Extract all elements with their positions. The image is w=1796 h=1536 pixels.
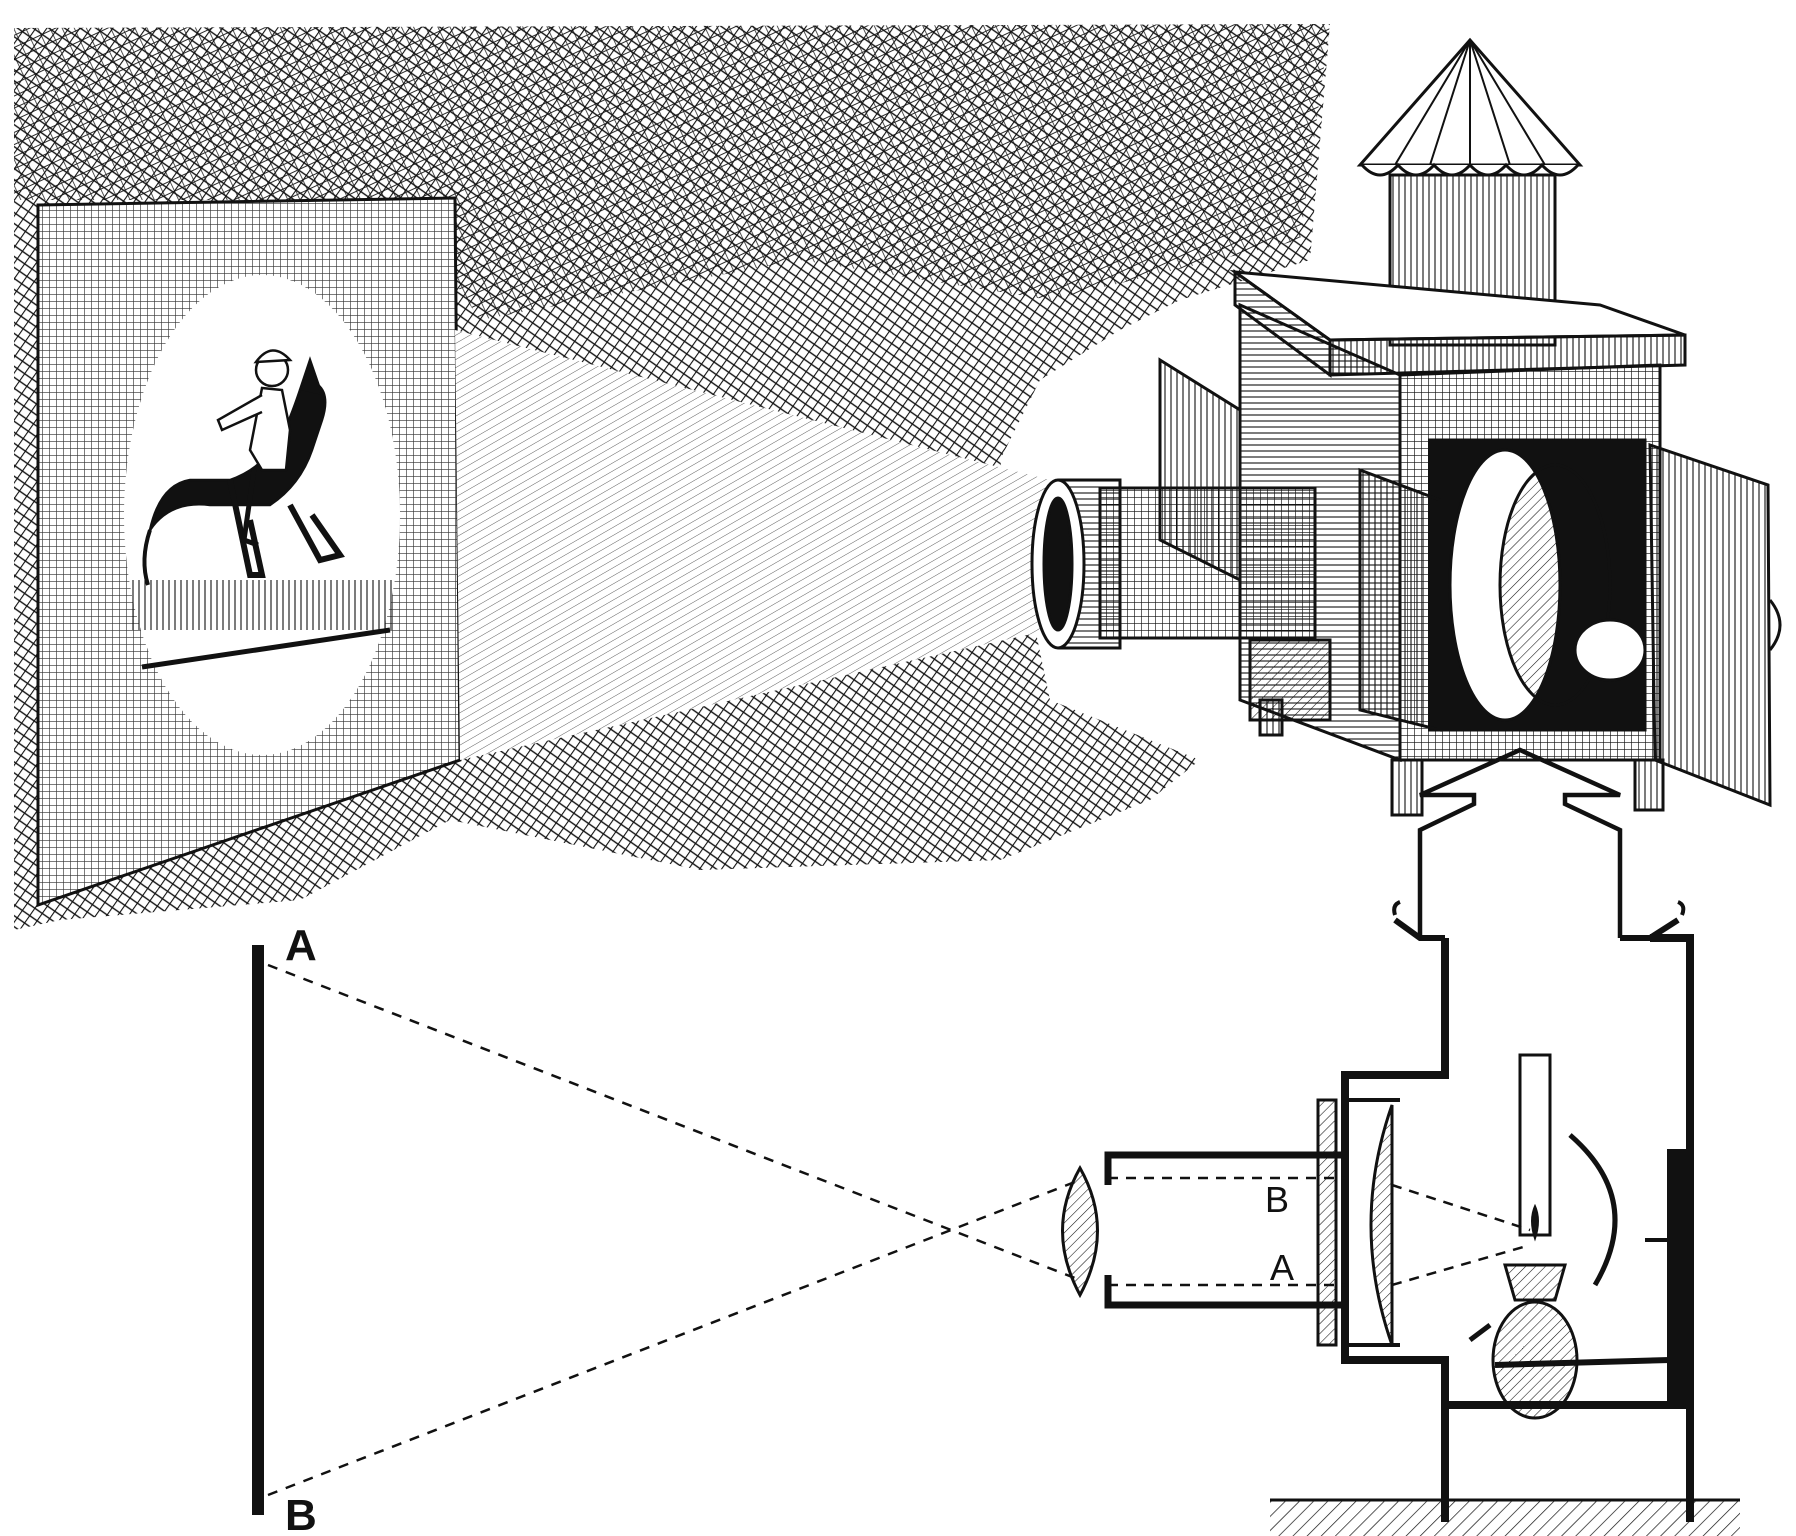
section-arrow — [1417, 747, 1623, 938]
projected-light-circle — [124, 275, 400, 755]
light-beam — [455, 330, 1050, 760]
slide — [1316, 1098, 1338, 1347]
label-slide-bottom: A — [1270, 1247, 1294, 1288]
schematic-screen — [252, 945, 1081, 1515]
lens-tube — [1098, 486, 1317, 640]
condenser-lens-icon — [1369, 1104, 1394, 1346]
section-objective-lens — [1061, 1164, 1099, 1299]
lantern-door — [1648, 442, 1772, 808]
label-slide-top: B — [1265, 1179, 1289, 1220]
projected-horse-rider — [132, 349, 394, 670]
label-screen-bottom: B — [285, 1491, 317, 1536]
oil-lamp-icon — [1468, 1053, 1671, 1420]
lantern-cross-section — [1061, 900, 1740, 1536]
magic-lantern — [1030, 37, 1782, 817]
projection-rays — [267, 963, 1081, 1497]
section-reflector — [1568, 1133, 1618, 1287]
label-screen-top: A — [285, 921, 317, 970]
